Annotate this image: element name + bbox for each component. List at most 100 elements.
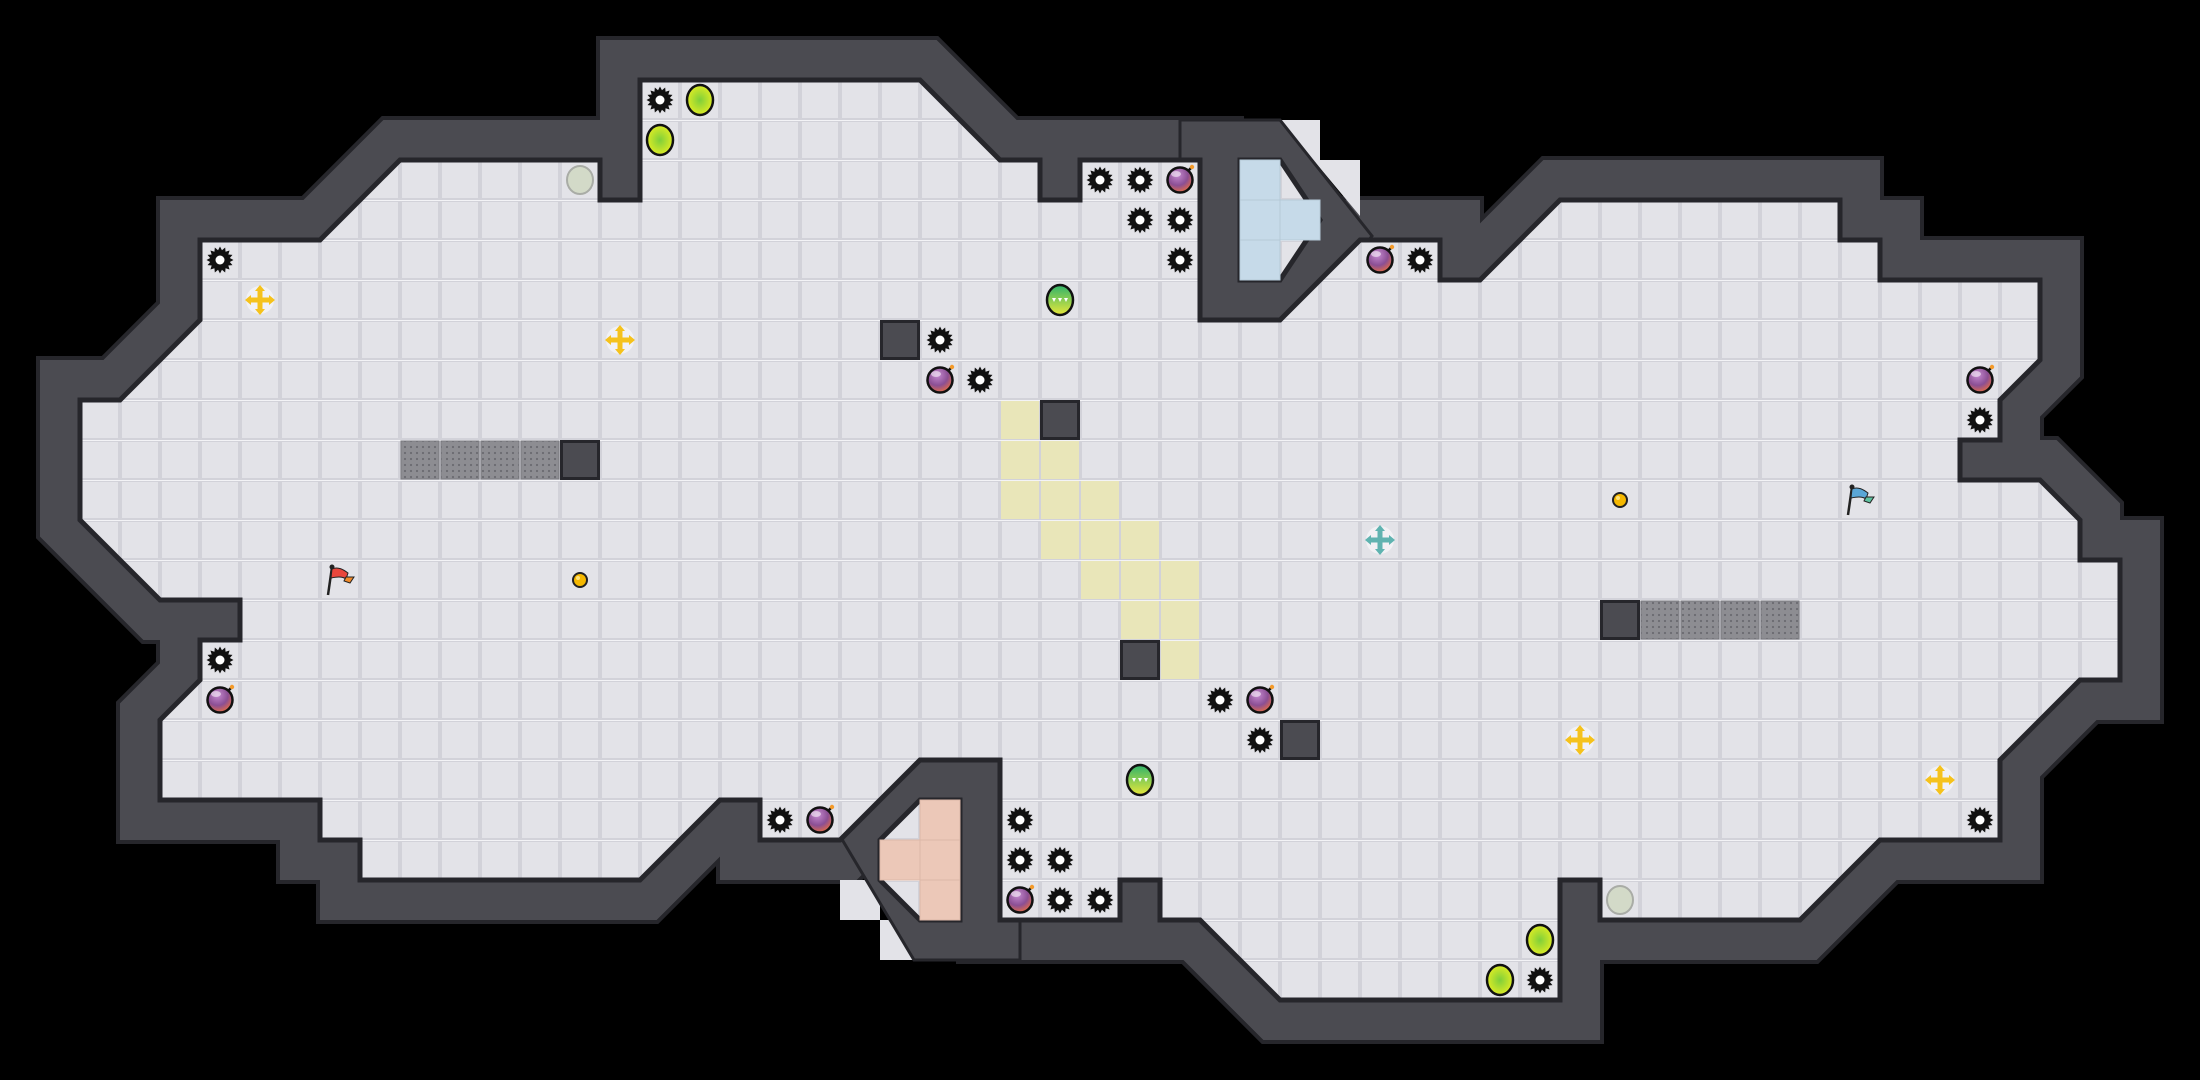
gray-orb [566,165,594,195]
flag-tail [343,576,355,584]
blue-tile [1239,239,1281,281]
bomb-spark [1269,684,1275,690]
obstacle-block [880,320,920,360]
gear-icon [1046,886,1074,914]
bomb-shine [1971,371,1981,377]
peach-tile [879,839,921,881]
gear-hole [1095,895,1105,905]
gear-icon [646,86,674,114]
floor-edge [77,77,2123,1003]
gear-icon [766,806,794,834]
bomb-shine [1011,891,1021,897]
green-ball-icon [1125,763,1155,797]
green-ball-teeth [1052,298,1068,302]
yellow-tile [1081,481,1119,519]
bomb-spark [229,684,235,690]
bomb-shine [1371,251,1381,257]
peach-tile [919,799,961,841]
bomb-icon [926,364,955,394]
cross-arrows [245,285,275,315]
coin-shine [576,576,580,580]
gear-hole [1135,175,1145,185]
bomb-icon [1246,684,1275,714]
gear-hole [1975,415,1985,425]
blue-tile [1239,199,1281,241]
yellow-tile [1041,481,1079,519]
lime-orb-icon [1485,963,1515,997]
gear-hole [1255,735,1265,745]
yellow-tile [1081,561,1119,599]
obstacle-block [560,440,600,480]
grate-tile [440,440,480,480]
gear-hole [1055,855,1065,865]
gear-icon [1966,406,1994,434]
bomb-shine [1171,171,1181,177]
yellow-tile [1121,521,1159,559]
yellow-tile [1001,401,1039,439]
gear-icon [1526,966,1554,994]
gear-hole [1415,255,1425,265]
yellow-tile [1161,601,1199,639]
gear-icon [1206,686,1234,714]
gear-icon [206,646,234,674]
green-ball-icon [1045,283,1075,317]
obstacle-block [1040,400,1080,440]
green-ball-teeth [1132,778,1148,782]
gear-hole [975,375,985,385]
gear-icon [1406,246,1434,274]
obstacle-block [1280,720,1320,760]
special-tiles-layer [400,159,1800,921]
grate-tile [1760,600,1800,640]
coin [572,572,588,588]
lime-orb [645,123,675,157]
yellow-tile [1001,441,1039,479]
blue-flag-icon [1846,484,1875,516]
bomb-spark [1989,364,1995,370]
bomb-spark [949,364,955,370]
lime-orb-icon [685,83,715,117]
gear-hole [1015,815,1025,825]
grate-tile [1640,600,1680,640]
bomb-icon [1006,884,1035,914]
lime-orb-icon [645,123,675,157]
move-cross-icon [1565,725,1595,755]
obstacle-block [1600,600,1640,640]
gear-icon [926,326,954,354]
bomb-icon [1966,364,1995,394]
gear-hole [1135,215,1145,225]
bomb-shine [1251,691,1261,697]
bomb-icon [1366,244,1395,274]
bomb-shine [211,691,221,697]
gear-hole [775,815,785,825]
blue-tile [1239,159,1281,201]
gear-hole [1055,895,1065,905]
cross-arrows [1365,525,1395,555]
coin-icon [1612,492,1628,508]
cross-bar [1377,529,1383,551]
gear-icon [206,246,234,274]
cross-bar [1937,769,1943,791]
yellow-tile [1121,561,1159,599]
gear-icon [1246,726,1274,754]
gear-hole [1175,255,1185,265]
cross-bar [617,329,623,351]
gear-hole [215,655,225,665]
gear-icon [1086,166,1114,194]
gear-hole [1975,815,1985,825]
coin-icon [572,572,588,588]
gray-orb-icon [566,165,594,195]
grate-tile [1720,600,1760,640]
grate-tile [1680,600,1720,640]
grate-tile [480,440,520,480]
bomb-shine [811,811,821,817]
gear-icon [1006,846,1034,874]
peach-tile [919,879,961,921]
gear-hole [1015,855,1025,865]
bomb-spark [829,804,835,810]
yellow-tile [1041,441,1079,479]
grate-tile [400,440,440,480]
teal-move-cross-icon [1365,525,1395,555]
bomb-icon [1166,164,1195,194]
cross-arrows [1565,725,1595,755]
